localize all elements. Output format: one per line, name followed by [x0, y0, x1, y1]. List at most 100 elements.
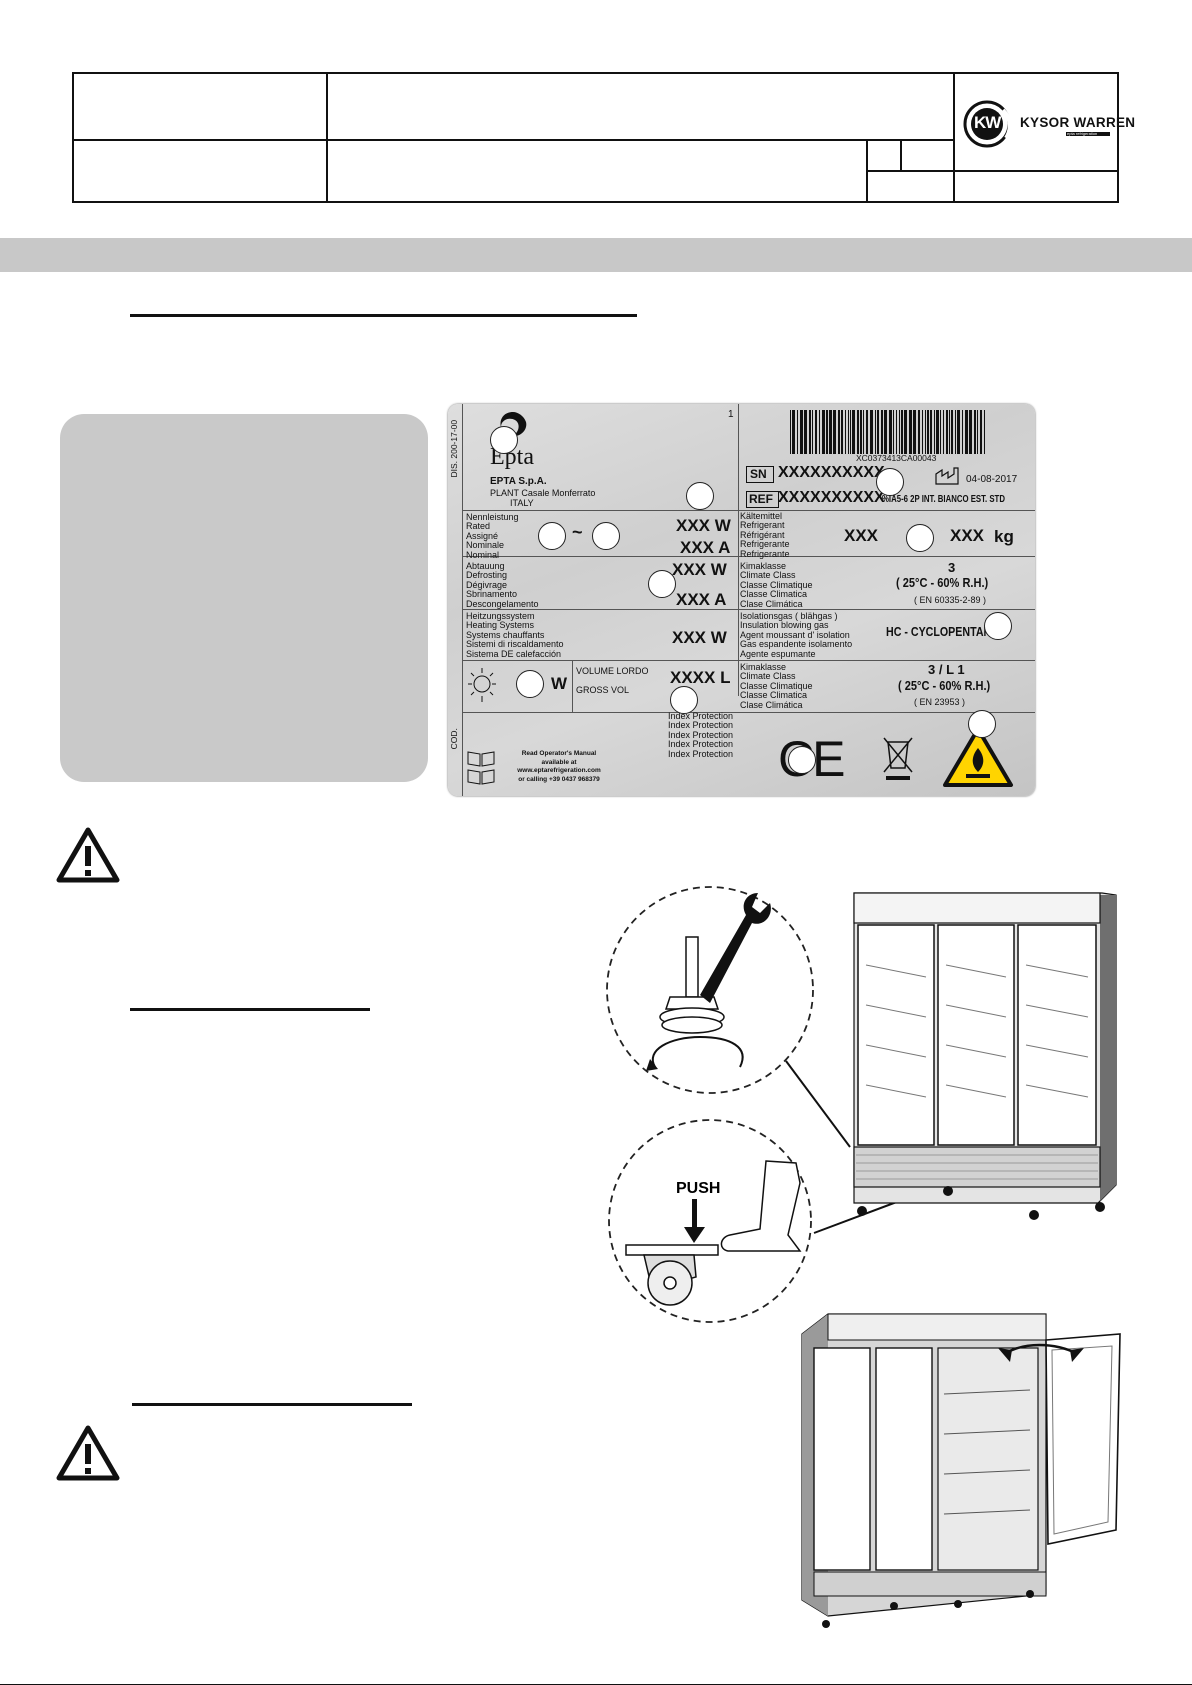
plate-plant: PLANT Casale Monferrato — [490, 488, 596, 498]
manufacture-date-icon — [935, 467, 959, 485]
brand-sub: epta refrigeration — [1067, 131, 1098, 136]
barcode-bar — [927, 410, 929, 454]
plate-divider — [572, 660, 573, 712]
plate-company: EPTA S.p.A. — [490, 476, 547, 487]
barcode-bar — [913, 410, 916, 454]
barcode-bar — [860, 410, 862, 454]
refrigerant-kg: XXX — [950, 526, 985, 545]
epta-logo-icon — [500, 412, 527, 437]
rating-plate: DIS. 200-17-00 COD. 1 Epta EPTA S.p.A. P… — [448, 404, 1035, 796]
refrigerant-labels: Kältemittel Refrigerant Réfrigérant Refr… — [740, 511, 790, 559]
barcode-bar — [833, 410, 836, 454]
callout-circle — [968, 710, 996, 738]
heading-underline — [130, 1008, 370, 1011]
barcode-bar — [899, 410, 900, 454]
barcode-bar — [852, 410, 855, 454]
barcode-text: XC0373413CA00043 — [856, 453, 937, 463]
climate2-cond: ( 25°C - 60% R.H.) — [898, 678, 991, 693]
barcode-bar — [870, 410, 873, 454]
barcode-bar — [881, 410, 883, 454]
kw-logo-icon — [963, 100, 1012, 148]
barcode-bar — [965, 410, 968, 454]
barcode-bar — [943, 410, 944, 454]
defrost-a: XXX A — [676, 590, 727, 609]
plate-model: %IA5-6 2P INT. BIANCO EST. STD — [882, 494, 1005, 505]
barcode-bar — [893, 410, 894, 454]
defrost-labels: Abtauung Defrosting Dégivrage Sbrinament… — [466, 561, 539, 609]
refrigerant-value: XXX — [844, 526, 879, 545]
barcode-bar — [930, 410, 932, 454]
volume-label-1: VOLUME LORDO — [576, 666, 649, 676]
volume-label-2: GROSS VOL — [576, 685, 630, 695]
heating-w: XXX W — [672, 628, 727, 647]
barcode-bar — [826, 410, 828, 454]
brand-name: KYSOR WARREN — [1020, 115, 1136, 130]
warning-triangle-icon — [56, 1425, 120, 1481]
heading-underline — [132, 1403, 412, 1406]
barcode-bar — [977, 410, 978, 454]
sn-label: SN — [750, 467, 767, 481]
plate-divider — [462, 404, 463, 796]
callout-circle — [686, 482, 714, 510]
callout-circle — [516, 670, 544, 698]
barcode-bar — [829, 410, 832, 454]
barcode-bar — [850, 410, 851, 454]
barcode-bar — [957, 410, 960, 454]
climate-value: 3 — [948, 560, 956, 575]
barcode-bar — [925, 410, 926, 454]
climate2-value: 3 / L 1 — [928, 662, 965, 677]
plate-date: 04-08-2017 — [966, 474, 1018, 485]
levelling-illustration: PUSH — [606, 886, 1117, 1323]
callout-circle — [648, 570, 676, 598]
refrigerant-kg-unit: kg — [994, 527, 1014, 546]
sn-value: XXXXXXXXXX — [778, 464, 885, 481]
climate-cond: ( 25°C - 60% R.H.) — [896, 575, 989, 590]
section-band — [0, 238, 1192, 272]
header-divider — [866, 170, 1119, 172]
push-label: PUSH — [676, 1180, 720, 1197]
barcode-bar — [951, 410, 953, 454]
plate-divider — [462, 712, 1035, 713]
barcode-bar — [889, 410, 892, 454]
callout-circle — [490, 426, 518, 454]
climate2-std: ( EN 23953 ) — [914, 697, 966, 707]
barcode-bar — [974, 410, 976, 454]
legend-panel — [60, 414, 428, 782]
barcode-bar — [984, 410, 985, 454]
barcode-bar — [863, 410, 864, 454]
header-divider — [326, 72, 328, 203]
barcode-bar — [841, 410, 843, 454]
insulation-value: HC - CYCLOPENTANE — [886, 624, 999, 639]
plate-divider — [462, 609, 1035, 610]
barcode-bar — [901, 410, 903, 454]
barcode-bar — [969, 410, 972, 454]
heating-labels: Heitzungssystem Heating Systems Systems … — [466, 611, 564, 659]
plate-divider — [462, 510, 1035, 511]
callout-circle — [876, 468, 904, 496]
insulation-labels: Isolationsgas ( blähgas ) Insulation blo… — [740, 611, 853, 659]
callout-circle — [538, 522, 566, 550]
rated-w: XXX W — [676, 516, 731, 535]
heading-underline — [130, 314, 637, 317]
barcode-bar — [904, 410, 907, 454]
barcode-bar — [848, 410, 849, 454]
callout-circle — [592, 522, 620, 550]
warning-triangle-icon — [56, 827, 120, 883]
rated-a: XXX A — [680, 538, 731, 557]
barcode-bar — [877, 410, 879, 454]
sn-box — [746, 466, 774, 483]
brand-sub-bar — [1066, 132, 1110, 136]
climate-labels: Kimaklasse Climate Class Classe Climatiq… — [740, 561, 813, 609]
barcode-bar — [822, 410, 825, 454]
header-divider — [900, 139, 902, 170]
defrost-w: XXX W — [672, 560, 727, 579]
header-divider — [72, 139, 955, 141]
barcode-bar — [800, 410, 803, 454]
plate-divider — [462, 660, 1035, 661]
barcode-bar — [884, 410, 887, 454]
barcode-bar — [866, 410, 868, 454]
barcode-bar — [936, 410, 939, 454]
callout-circle — [906, 524, 934, 552]
barcode-bar — [809, 410, 811, 454]
barcode-bar — [980, 410, 982, 454]
